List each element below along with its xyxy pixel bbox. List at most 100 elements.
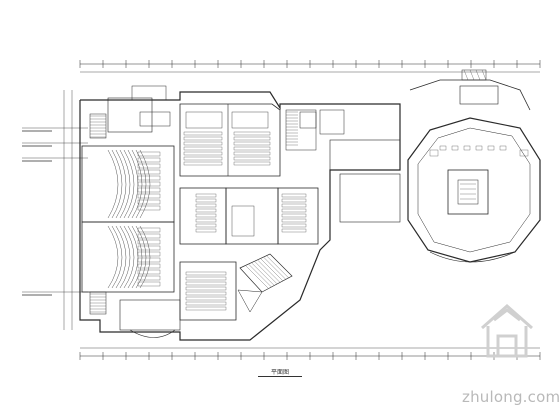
seat-block <box>137 233 161 239</box>
seat-row <box>281 208 307 213</box>
seat-row <box>281 223 307 228</box>
watermark: zhulong.com <box>462 384 560 410</box>
drawing-caption: 平面图 <box>258 369 302 377</box>
octagon-column-right <box>519 149 529 157</box>
seat-block <box>137 269 161 275</box>
stair-block-left <box>89 113 107 139</box>
seat-row <box>233 161 271 166</box>
seat-block <box>137 199 161 205</box>
octagon-column <box>451 145 459 151</box>
seat-block <box>137 157 161 163</box>
service-room <box>319 109 345 135</box>
seat-row <box>185 286 227 291</box>
watermark-logo-icon <box>481 304 533 358</box>
seat-row <box>185 271 227 276</box>
seat-block <box>137 227 161 233</box>
seat-row <box>195 203 217 208</box>
lift-core <box>299 111 317 129</box>
seat-row <box>281 203 307 208</box>
roof-room <box>131 85 167 101</box>
service-room-top-left <box>107 97 153 133</box>
seat-row <box>281 213 307 218</box>
watermark-text: zhulong.com <box>462 388 560 406</box>
escalator-step <box>257 260 281 283</box>
octagon-column <box>487 145 495 151</box>
seating-row-arc <box>127 225 139 289</box>
hall-mid-center <box>225 187 279 245</box>
service-room-bottom-left <box>119 299 181 331</box>
office-room <box>139 111 171 127</box>
foyer-right <box>339 173 401 223</box>
seat-row <box>281 193 307 198</box>
seat-block <box>137 169 161 175</box>
octagon-column <box>463 145 471 151</box>
seat-row <box>233 146 271 151</box>
seat-block <box>137 187 161 193</box>
octagon-column-left <box>429 149 439 157</box>
middle-upper-hall <box>179 103 281 177</box>
seating-row-arc <box>131 225 143 289</box>
central-core-inner <box>457 179 479 205</box>
octagonal-hall <box>407 117 541 263</box>
theatre-lower <box>81 221 175 293</box>
seat-block <box>137 181 161 187</box>
seat-row <box>183 156 223 161</box>
seating-row-arc <box>115 149 127 219</box>
right-top-arc <box>409 79 531 111</box>
seat-row <box>185 276 227 281</box>
seat-row <box>185 306 227 311</box>
seat-block <box>137 193 161 199</box>
roof-structure <box>461 69 487 81</box>
seat-row <box>195 223 217 228</box>
triangle-room <box>237 289 263 313</box>
seat-block <box>137 205 161 211</box>
octagon-column <box>439 145 447 151</box>
seat-row <box>281 228 307 233</box>
hall-mid-right <box>277 187 319 245</box>
escalator-step <box>266 256 290 279</box>
seat-row <box>183 141 223 146</box>
seating-row-arc <box>107 149 119 219</box>
seat-row <box>233 151 271 156</box>
seat-row <box>183 136 223 141</box>
seat-block <box>137 281 161 287</box>
roof-hatch <box>469 69 475 81</box>
seat-row <box>233 141 271 146</box>
seating-row-arc <box>107 225 119 289</box>
seat-row <box>195 228 217 233</box>
seating-row-arc <box>127 149 139 219</box>
seat-row <box>195 193 217 198</box>
seat-block <box>137 239 161 245</box>
escalator-step <box>260 258 284 282</box>
seating-row-arc <box>131 149 143 219</box>
seating-row-arc <box>139 149 151 219</box>
roof-hatch <box>481 69 487 81</box>
lower-hall <box>179 261 237 321</box>
seat-row <box>185 301 227 306</box>
seat-row <box>183 161 223 166</box>
seat-row <box>195 213 217 218</box>
seating-row-arc <box>115 225 127 289</box>
seat-block <box>137 151 161 157</box>
stage-area <box>185 111 223 129</box>
seating-row-arc <box>111 149 123 219</box>
seating-row-arc <box>119 225 131 289</box>
seat-row <box>185 281 227 286</box>
curved-entrance <box>129 329 176 338</box>
octagon-column <box>499 145 507 151</box>
escalator-step <box>245 265 269 289</box>
building-outline <box>79 91 401 341</box>
seating-row-arc <box>111 225 123 289</box>
seat-row <box>233 156 271 161</box>
seat-row <box>195 208 217 213</box>
hall-mid-left <box>179 187 227 245</box>
seat-block <box>137 251 161 257</box>
seating-row-arc <box>135 225 147 289</box>
seating-row-arc <box>123 225 135 289</box>
seat-block <box>137 257 161 263</box>
seat-row <box>183 151 223 156</box>
projection-room <box>231 205 255 237</box>
seat-row <box>195 198 217 203</box>
seat-row <box>233 131 271 136</box>
